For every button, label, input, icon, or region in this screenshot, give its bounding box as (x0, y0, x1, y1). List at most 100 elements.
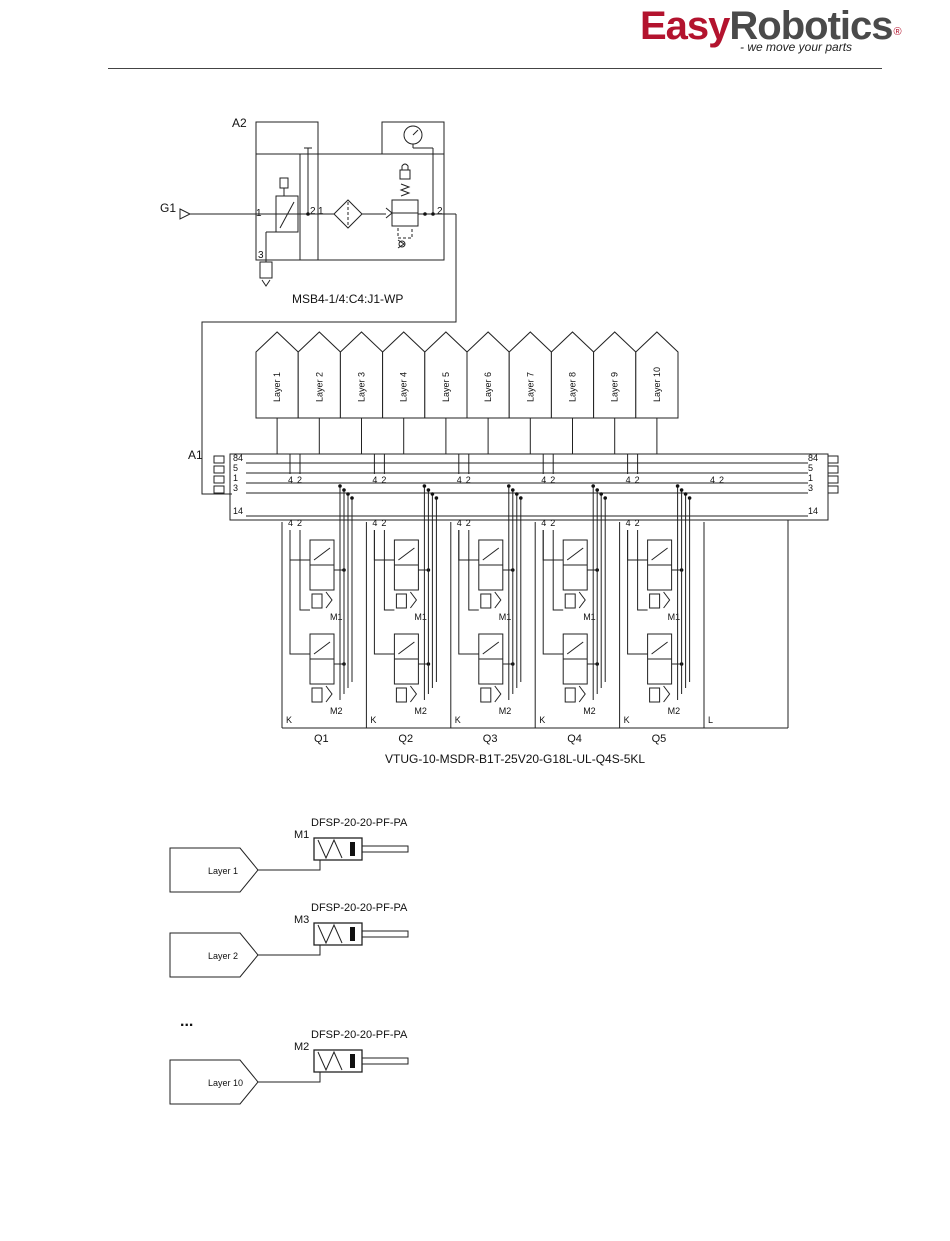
valve-port-line (458, 530, 479, 655)
rail-plug-icon (213, 465, 225, 474)
node-dot (511, 488, 515, 492)
port-2-label: 2 (635, 475, 640, 485)
coil-label: M2 (583, 706, 596, 716)
node-dot (346, 492, 350, 496)
node-dot (675, 484, 680, 488)
spring-return-icon (578, 685, 586, 703)
valve-tag: Q5 (652, 733, 667, 745)
node-dot (507, 484, 511, 488)
layer-label: Layer 3 (357, 372, 367, 402)
node-dot (683, 492, 688, 496)
valve-tag: Q2 (398, 733, 413, 745)
piston-rod (361, 930, 409, 938)
port-4-label: 4 (288, 518, 293, 528)
valve-tag: Q4 (567, 733, 582, 745)
layer-line (383, 418, 405, 474)
piston-icon (350, 1054, 355, 1068)
coil-icon (311, 687, 323, 703)
node-dot (515, 492, 519, 496)
valve-port-line (637, 530, 648, 611)
rail-plug-icon (827, 475, 839, 484)
terminal-rail-frame (229, 453, 829, 521)
cylinder-model: DFSP-20-20-PF-PA (311, 1029, 408, 1041)
layer-label: Layer 6 (483, 372, 493, 402)
port-2-label: 2 (550, 518, 555, 528)
node-dot (338, 484, 342, 488)
layer-connector: Layer 1 (255, 331, 299, 419)
coil-label: M2 (414, 706, 427, 716)
valve-port-line (552, 530, 564, 611)
lock-icon (399, 169, 411, 180)
spring-icon (399, 183, 411, 197)
gauge-frame (381, 121, 445, 155)
cylinder-spring-icon (317, 1050, 343, 1072)
port-4-label: 4 (541, 518, 546, 528)
unit-body-frame (255, 153, 445, 261)
layer-line (468, 418, 489, 474)
valve-arrow (313, 547, 331, 561)
valve-arrow (482, 641, 500, 655)
coil-icon (395, 687, 407, 703)
layer-line (299, 418, 320, 474)
layer-line (614, 418, 629, 474)
layer-label: Layer 9 (610, 372, 620, 402)
coil-label: M2 (330, 706, 343, 716)
block-label: L (708, 715, 713, 725)
coil-label: M2 (668, 706, 681, 716)
layer-connector: Layer 5 (424, 331, 468, 419)
valve-arrow (482, 547, 500, 561)
coil-icon (564, 687, 576, 703)
cylinder-layer-label: Layer 1 (208, 866, 238, 876)
supply-triangle-icon (179, 208, 192, 220)
cylinder-feed-line (258, 1072, 321, 1083)
rail-label-left: 14 (233, 506, 243, 516)
valve-arrow (566, 641, 584, 655)
service-unit-model: MSB4-1/4:C4:J1-WP (292, 292, 403, 306)
valve-port-line (373, 530, 395, 655)
block-label: K (286, 715, 292, 725)
coil-icon (649, 687, 661, 703)
node-dot (603, 496, 607, 500)
rail-plug-icon (213, 475, 225, 484)
node-dot (430, 492, 435, 496)
layer-connector: Layer 9 (593, 331, 637, 419)
block-label: K (539, 715, 545, 725)
silencer-icon (259, 261, 273, 279)
piston-icon (350, 927, 355, 941)
node-dot (434, 496, 439, 500)
port-2-label: 2 (381, 475, 386, 485)
layer-connector: Layer 8 (550, 331, 595, 419)
easyrobotics-logo: EasyRobotics® - we move your parts (640, 6, 902, 56)
cylinder-feed-line (258, 945, 321, 956)
layer-connector: Layer 3 (339, 331, 384, 419)
piston-rod (361, 845, 409, 853)
valve-actuator (279, 177, 289, 189)
rail-plug-icon (827, 465, 839, 474)
layer-label: Layer 2 (314, 372, 324, 402)
spring-return-icon (494, 685, 502, 703)
rail-label-left: 1 (233, 473, 238, 483)
spring-return-icon (663, 591, 671, 609)
layer-connector (169, 1059, 259, 1105)
node-dot (422, 484, 427, 488)
spring-return-icon (410, 591, 418, 609)
layer-connector: Layer 10 (635, 331, 679, 419)
node-dot (426, 488, 431, 492)
valve-port-line (468, 530, 479, 611)
tag-a1: A1 (188, 448, 203, 462)
rail-label-left: 84 (233, 453, 243, 463)
spring-return-icon (410, 685, 418, 703)
cylinder-layer-label: Layer 2 (208, 951, 238, 961)
regulator-pilot (397, 228, 413, 239)
service-unit-a2: A2 G1 (160, 116, 457, 495)
port-label: 1 (256, 208, 262, 219)
cylinder-spring-icon (317, 838, 343, 860)
port-2-label: 2 (635, 518, 640, 528)
coil-icon (480, 593, 492, 609)
